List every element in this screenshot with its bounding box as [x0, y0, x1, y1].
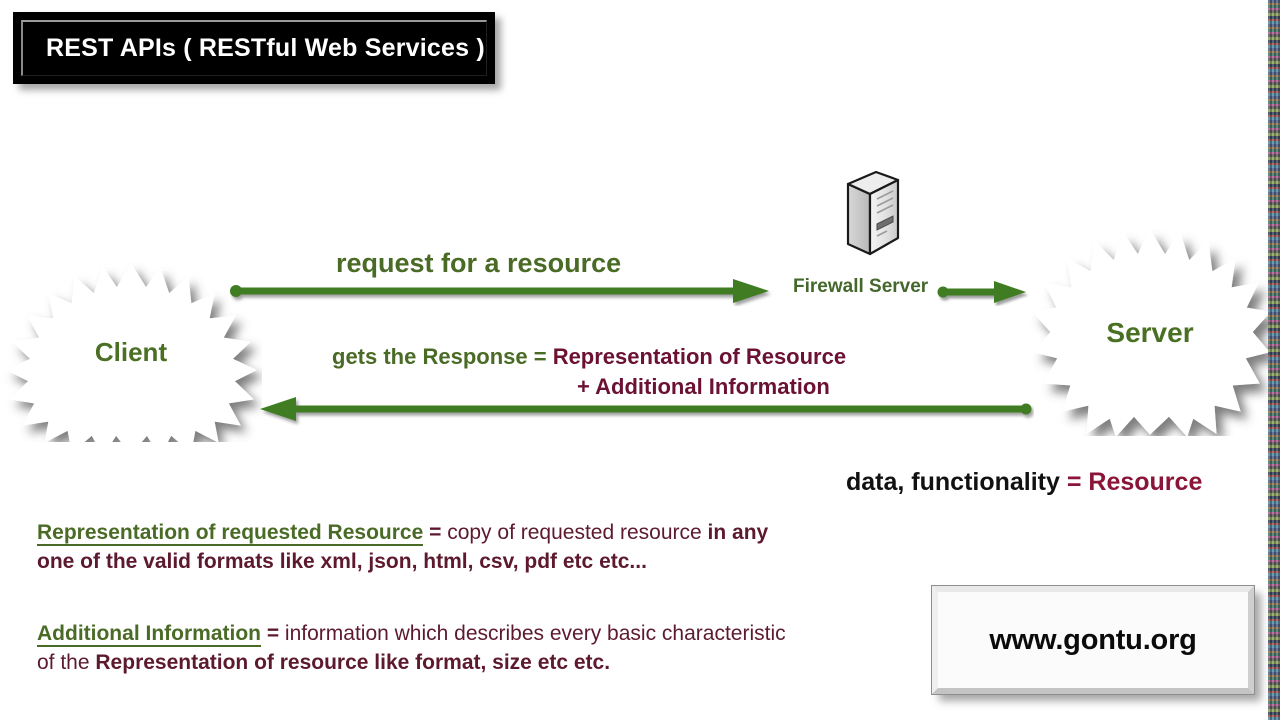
response-label-line-1: gets the Response = Representation of Re… [332, 344, 846, 370]
response-label-green: gets the Response = [332, 344, 553, 369]
additional-equals: = [260, 622, 285, 645]
site-badge-label: www.gontu.org [989, 623, 1197, 656]
starburst-shape-icon [1032, 228, 1270, 436]
title-banner: REST APIs ( RESTful Web Services ) [13, 12, 495, 84]
additional-term: Additional Information [37, 622, 261, 647]
additional-information-note: Additional Information = information whi… [37, 619, 797, 677]
server-node-label: Server [1106, 317, 1194, 348]
starburst-shape-icon [5, 263, 258, 442]
resource-definition-note: data, functionality = Resource [846, 468, 1202, 497]
request-arrow-label: request for a resource [336, 248, 622, 278]
request-arrow [230, 279, 769, 303]
additional-text-2: Representation of resource like format, … [95, 651, 611, 674]
representation-term: Representation of requested Resource [37, 521, 424, 546]
resource-note-prefix: data, functionality [846, 468, 1067, 496]
representation-text-1: copy of requested resource [447, 521, 708, 544]
server-node[interactable]: Server [1030, 228, 1270, 436]
page-title: REST APIs ( RESTful Web Services ) [46, 33, 485, 62]
additional-text-1: information which describes every basic … [37, 622, 786, 674]
representation-note: Representation of requested Resource = c… [37, 518, 797, 576]
firewall-server-label: Firewall Server [793, 276, 929, 297]
resource-note-highlight: = Resource [1066, 468, 1203, 496]
representation-equals: = [423, 521, 448, 544]
firewall-to-server-arrow [937, 281, 1026, 303]
client-node-label: Client [94, 336, 168, 367]
firewall-server-icon[interactable] [840, 168, 908, 256]
server-tower-icon [846, 170, 900, 256]
representation-text-2: in any one of the valid formats like xml… [37, 521, 769, 573]
site-badge[interactable]: www.gontu.org [931, 585, 1255, 695]
response-label-maroon: Representation of Resource [552, 344, 847, 369]
response-arrow [260, 397, 1032, 421]
video-static-artifact [1268, 0, 1280, 720]
response-label-line-2: + Additional Information [577, 374, 830, 399]
client-node[interactable]: Client [0, 262, 262, 442]
